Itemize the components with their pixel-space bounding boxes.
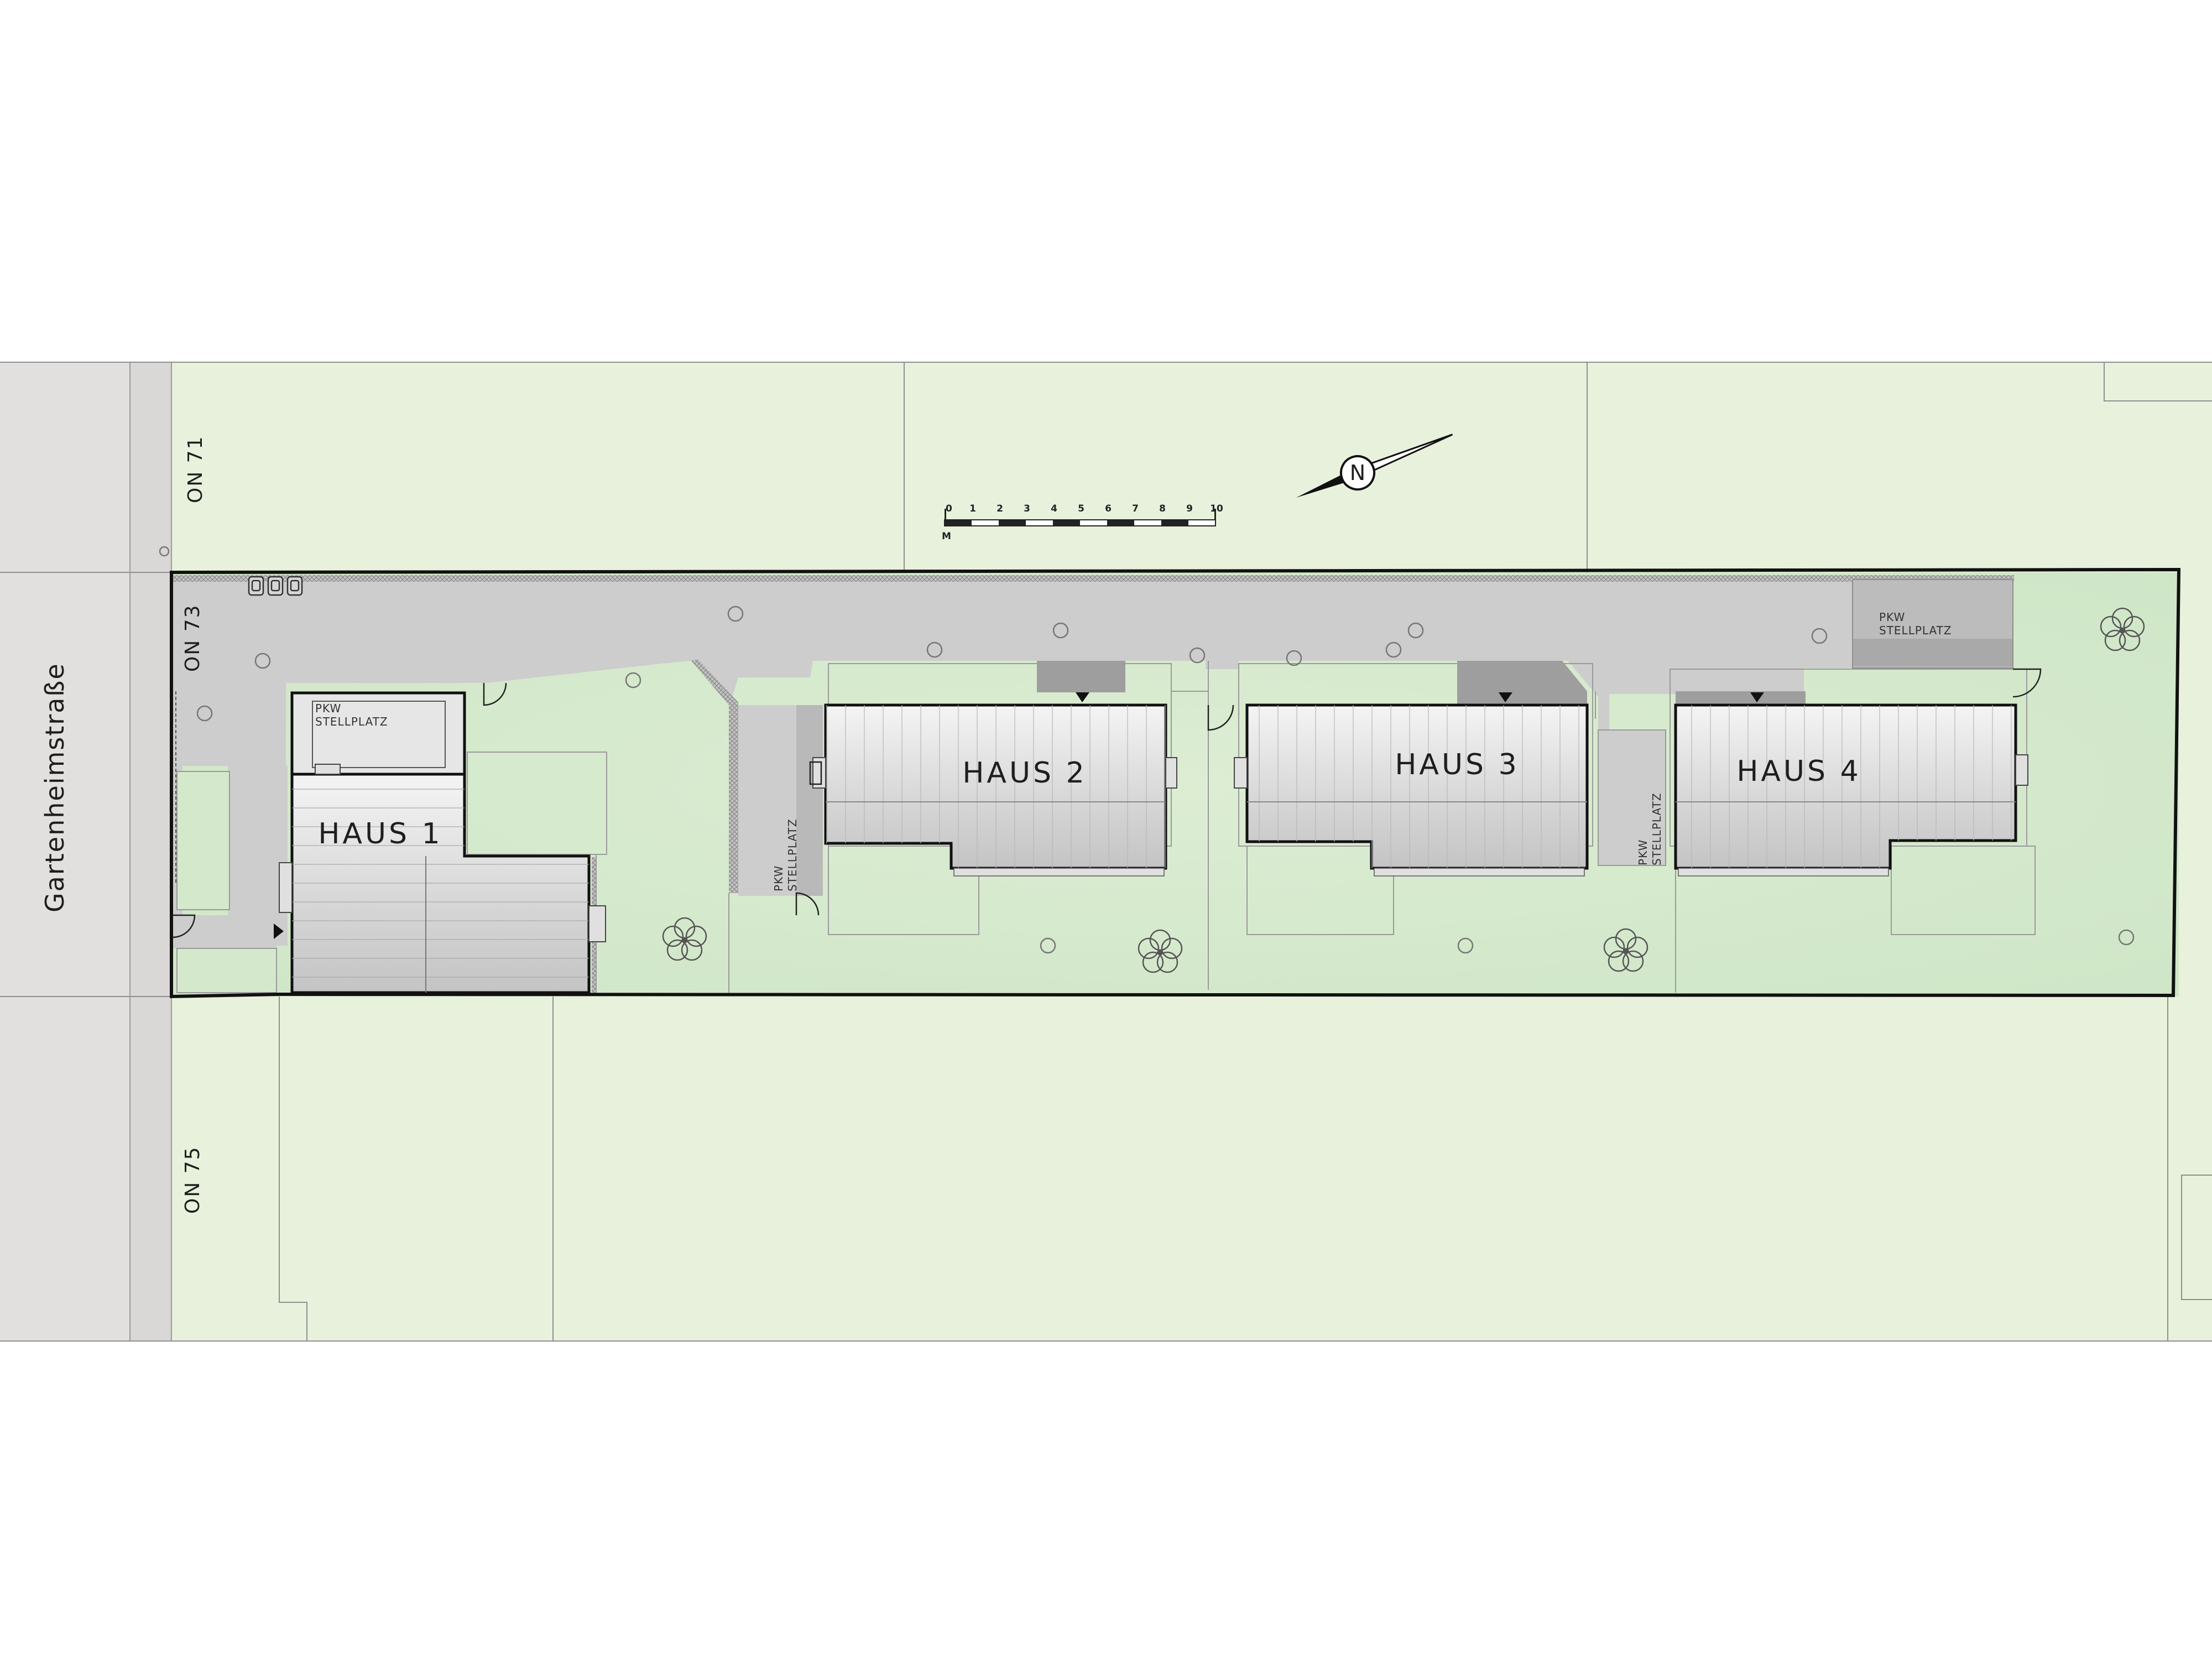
street-name-label: Gartenheimstraße	[40, 662, 70, 912]
neighbor-label-on71: ON 71	[184, 435, 207, 503]
neighbor-label-on75: ON 75	[181, 1146, 204, 1214]
scale-tick-9: 9	[1186, 503, 1193, 514]
driveway	[171, 575, 2013, 730]
parking-label-haus-1-line1: PKW	[315, 702, 341, 715]
haus-4	[1674, 691, 2028, 877]
scale-tick-7: 7	[1132, 503, 1139, 514]
parking-label-east-line2: STELLPLATZ	[1879, 624, 1952, 637]
parking-area-4	[1598, 729, 1666, 866]
bins	[248, 576, 303, 596]
scale-tick-4: 4	[1051, 503, 1057, 514]
scale-tick-3: 3	[1024, 503, 1030, 514]
neighbor-label-on73: ON 73	[181, 604, 204, 672]
property-boundary	[170, 567, 2181, 999]
sidewalk	[130, 362, 171, 1341]
tree-icons	[662, 607, 2145, 973]
neighbor-lot-lines	[0, 362, 2212, 1342]
scale-unit-label: M	[942, 531, 951, 542]
street	[0, 362, 130, 1341]
scale-tick-8: 8	[1159, 503, 1166, 514]
parking-label-west-line1: PKW	[772, 865, 785, 891]
entrance-marker-haus-1	[274, 924, 284, 939]
scale-tick-5: 5	[1078, 503, 1084, 514]
scale-tick-labels: 0 1 2 3 4 5 6 7 8 9 10	[946, 503, 1223, 514]
scale-tick-0: 0	[946, 503, 952, 514]
planter-circles	[159, 546, 2135, 954]
haus-2-label: HAUS 2	[962, 757, 1087, 790]
parking-label-middle-line2: STELLPLATZ	[1650, 792, 1663, 865]
haus-3-label: HAUS 3	[1395, 748, 1519, 781]
scale-tick-2: 2	[997, 503, 1003, 514]
parking-label-east-line1: PKW	[1879, 611, 1905, 624]
gravel-strip-curve	[691, 659, 738, 893]
haus-4-label: HAUS 4	[1736, 755, 1861, 788]
parking-label-haus-1-line2: STELLPLATZ	[315, 715, 388, 728]
haus-1-label: HAUS 1	[318, 817, 442, 851]
gravel-strip-north	[173, 575, 2014, 582]
door-swings	[172, 668, 2042, 938]
scale-tick-1: 1	[969, 503, 976, 514]
haus-2	[812, 661, 1177, 877]
parking-label-west-line2: STELLPLATZ	[786, 818, 799, 891]
scale-tick-6: 6	[1105, 503, 1112, 514]
parking-label-middle-line1: PKW	[1636, 839, 1650, 865]
north-letter: N	[1350, 461, 1365, 485]
scale-tick-10: 10	[1210, 503, 1223, 514]
haus-1	[279, 691, 606, 994]
left-side-path	[173, 683, 286, 766]
north-arrow-icon: N	[1296, 434, 1453, 498]
haus-3	[1234, 661, 1589, 877]
scale-bar: 0 1 2 3 4 5 6 7 8 9 10 M	[942, 503, 1223, 542]
